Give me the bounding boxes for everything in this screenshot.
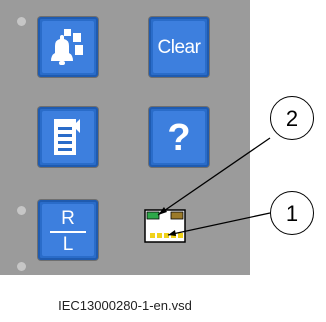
clear-button[interactable]: Clear	[149, 17, 209, 77]
indicator-led-middle	[17, 206, 26, 215]
alarm-bell-icon	[51, 29, 83, 65]
callout-1-number: 1	[285, 201, 299, 226]
list-reset-button[interactable]	[38, 107, 98, 167]
local-label: L	[62, 234, 74, 255]
port-status-led-amber	[170, 211, 184, 220]
rl-divider	[50, 231, 86, 233]
port-status-led-green	[146, 211, 160, 220]
remote-local-button[interactable]: R L	[38, 200, 98, 260]
remote-label: R	[61, 208, 75, 229]
indicator-led-top	[17, 17, 26, 26]
indicator-led-bottom	[17, 262, 26, 271]
figure-caption: IEC13000280-1-en.vsd	[58, 298, 192, 313]
hmi-panel: Clear ? R L	[0, 0, 250, 275]
ethernet-port-icon[interactable]	[0, 0, 250, 275]
clear-button-label: Clear	[157, 37, 201, 58]
callout-2-number: 2	[285, 106, 299, 131]
help-button[interactable]: ?	[149, 107, 209, 167]
help-button-label: ?	[167, 117, 191, 159]
callout-2: 2	[270, 96, 314, 140]
callout-1-leader	[167, 212, 271, 236]
alarm-button[interactable]	[38, 17, 98, 77]
list-reset-icon	[54, 119, 80, 155]
callout-1: 1	[270, 191, 314, 235]
callout-2-leader	[157, 137, 271, 216]
